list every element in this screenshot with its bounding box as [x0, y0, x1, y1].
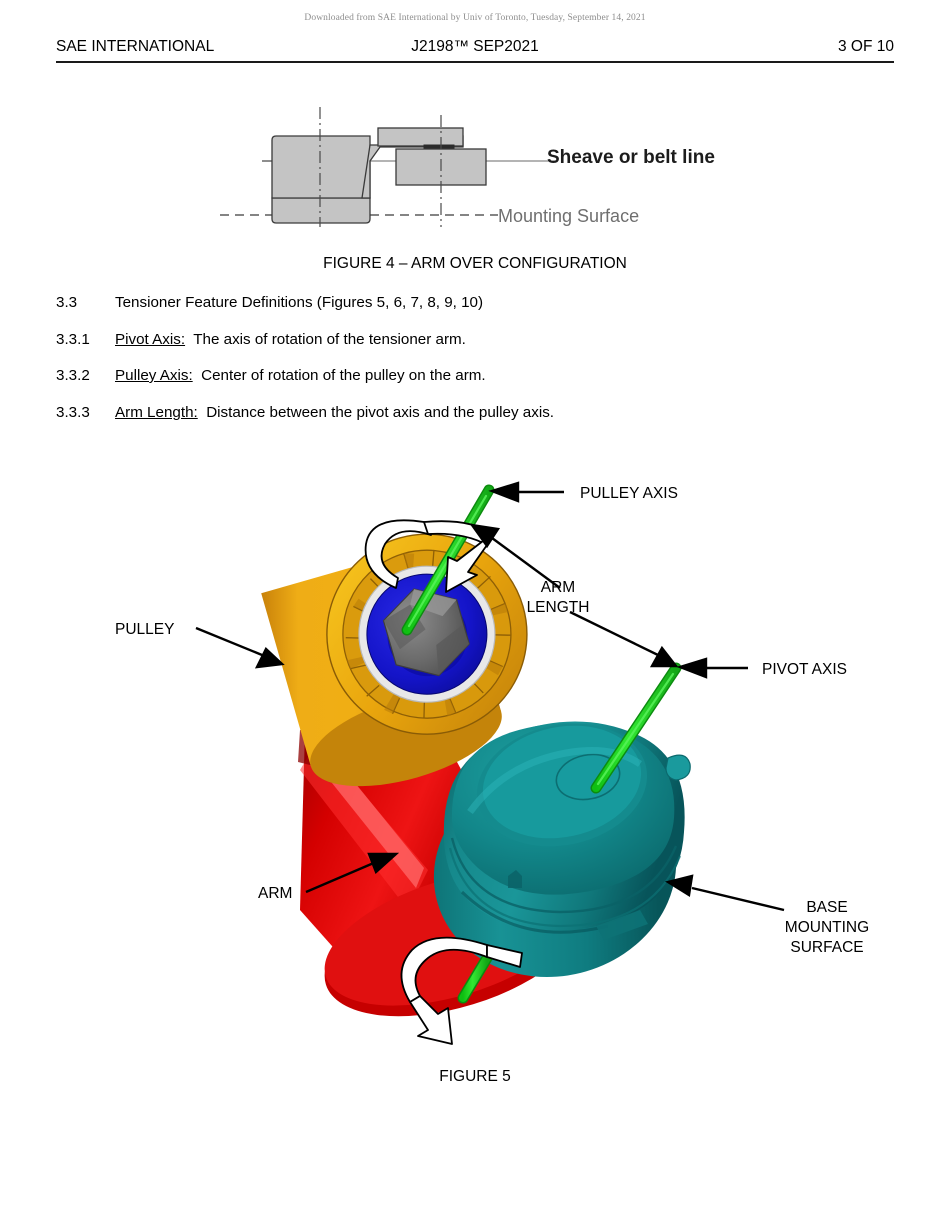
section-3-3-2-term: Pulley Axis:: [115, 367, 193, 384]
section-3-3-2-body: Pulley Axis: Center of rotation of the p…: [115, 366, 486, 385]
header-divider: [56, 61, 894, 63]
callout-base-line3: SURFACE: [790, 939, 863, 956]
section-3-3-3-text: Distance between the pivot axis and the …: [206, 404, 555, 421]
callout-arrows: [195, 481, 785, 912]
section-3-3-1-body: Pivot Axis: The axis of rotation of the …: [115, 330, 466, 349]
pivot-axis-rod-lower: [457, 952, 493, 1004]
section-3-3-1-number: 3.3.1: [56, 331, 90, 348]
header-organization: SAE INTERNATIONAL: [56, 38, 215, 55]
figure-5-caption: FIGURE 5: [439, 1068, 511, 1085]
callout-pulley: PULLEY: [115, 621, 174, 638]
callout-arm-length-line2: LENGTH: [527, 599, 590, 616]
section-3-3-2-text: Center of rotation of the pulley on the …: [201, 367, 486, 384]
section-3-3-3-term: Arm Length:: [115, 404, 198, 421]
figure-5-diagram: PULLEY AXIS ARM LENGTH PIVOT AXIS PULLEY…: [0, 440, 950, 1060]
callout-arm-length-line1: ARM: [541, 579, 575, 596]
header-document-id: J2198™ SEP2021: [411, 38, 539, 55]
section-3-3-2-number: 3.3.2: [56, 367, 90, 384]
page-header: SAE INTERNATIONAL J2198™ SEP2021 3 OF 10: [56, 37, 894, 57]
section-3-3-text: Tensioner Feature Definitions (Figures 5…: [115, 294, 484, 311]
callout-base-line2: MOUNTING: [785, 919, 869, 936]
section-3-3-1-text: The axis of rotation of the tensioner ar…: [193, 331, 466, 348]
header-page-number: 3 OF 10: [838, 38, 894, 55]
figure-4-diagram: Sheave or belt line Mounting Surface: [210, 95, 770, 240]
pivot-rotation-arrow: [400, 936, 523, 1045]
section-3-3-number: 3.3: [56, 294, 78, 311]
callout-base-line1: BASE: [806, 899, 847, 916]
pulley-3d: [261, 533, 528, 787]
figure-4-belt-line-label: Sheave or belt line: [547, 147, 715, 168]
section-3-3-1-term: Pivot Axis:: [115, 331, 186, 348]
callout-pulley-axis: PULLEY AXIS: [580, 485, 678, 502]
figure-4-caption: FIGURE 4 – ARM OVER CONFIGURATION: [323, 255, 627, 272]
section-3-3-3-number: 3.3.3: [56, 404, 90, 421]
section-3-3-3-body: Arm Length: Distance between the pivot a…: [115, 403, 554, 422]
callout-pivot-axis: PIVOT AXIS: [762, 661, 847, 678]
tensioner-base-3d: [433, 721, 691, 978]
pivot-axis-rod: [590, 662, 682, 794]
figure-4-mounting-surface-label: Mounting Surface: [498, 206, 639, 226]
download-watermark: Downloaded from SAE International by Uni…: [304, 13, 646, 23]
callout-arm: ARM: [258, 885, 292, 902]
